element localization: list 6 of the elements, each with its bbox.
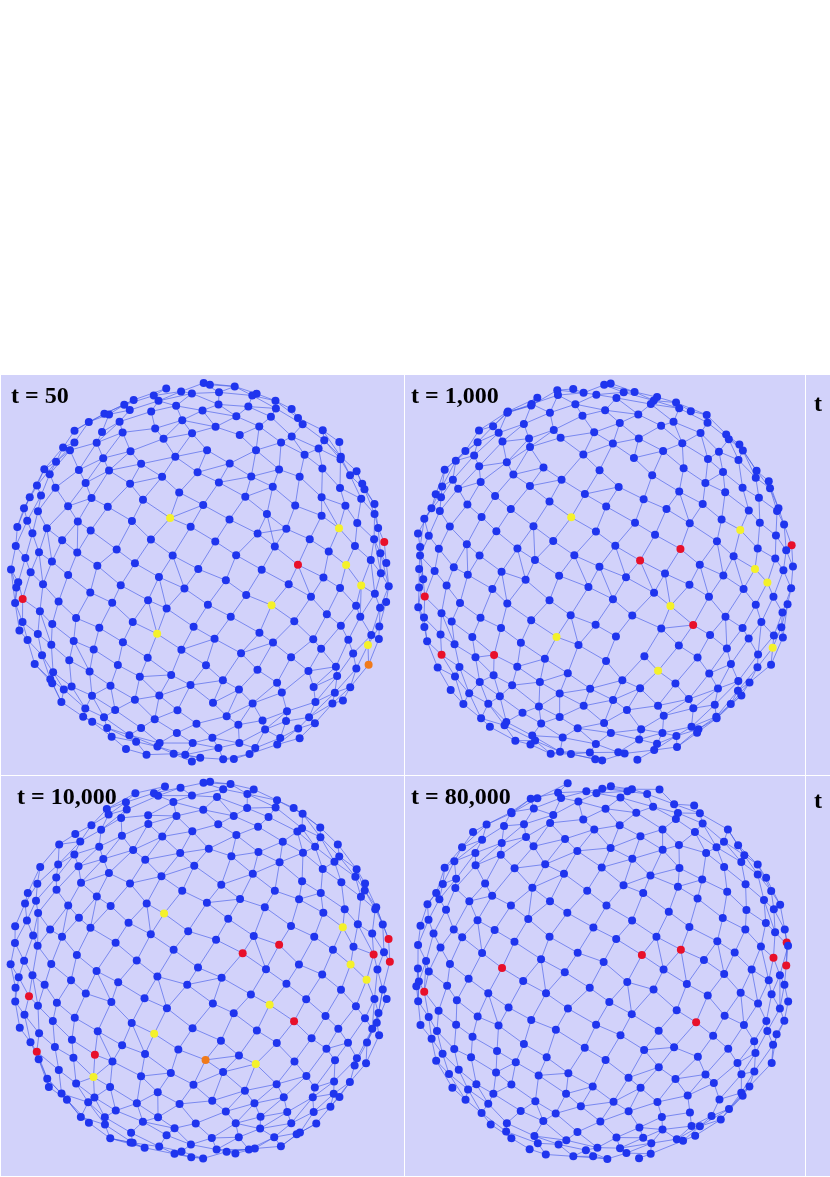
- time-label: t = 50: [11, 383, 69, 407]
- time-label: t = 10,000: [17, 784, 117, 808]
- time-label: t = 80,000: [411, 784, 511, 808]
- time-label: t: [814, 391, 822, 415]
- time-label: t = 1,000: [411, 383, 499, 407]
- time-label: t: [814, 788, 822, 812]
